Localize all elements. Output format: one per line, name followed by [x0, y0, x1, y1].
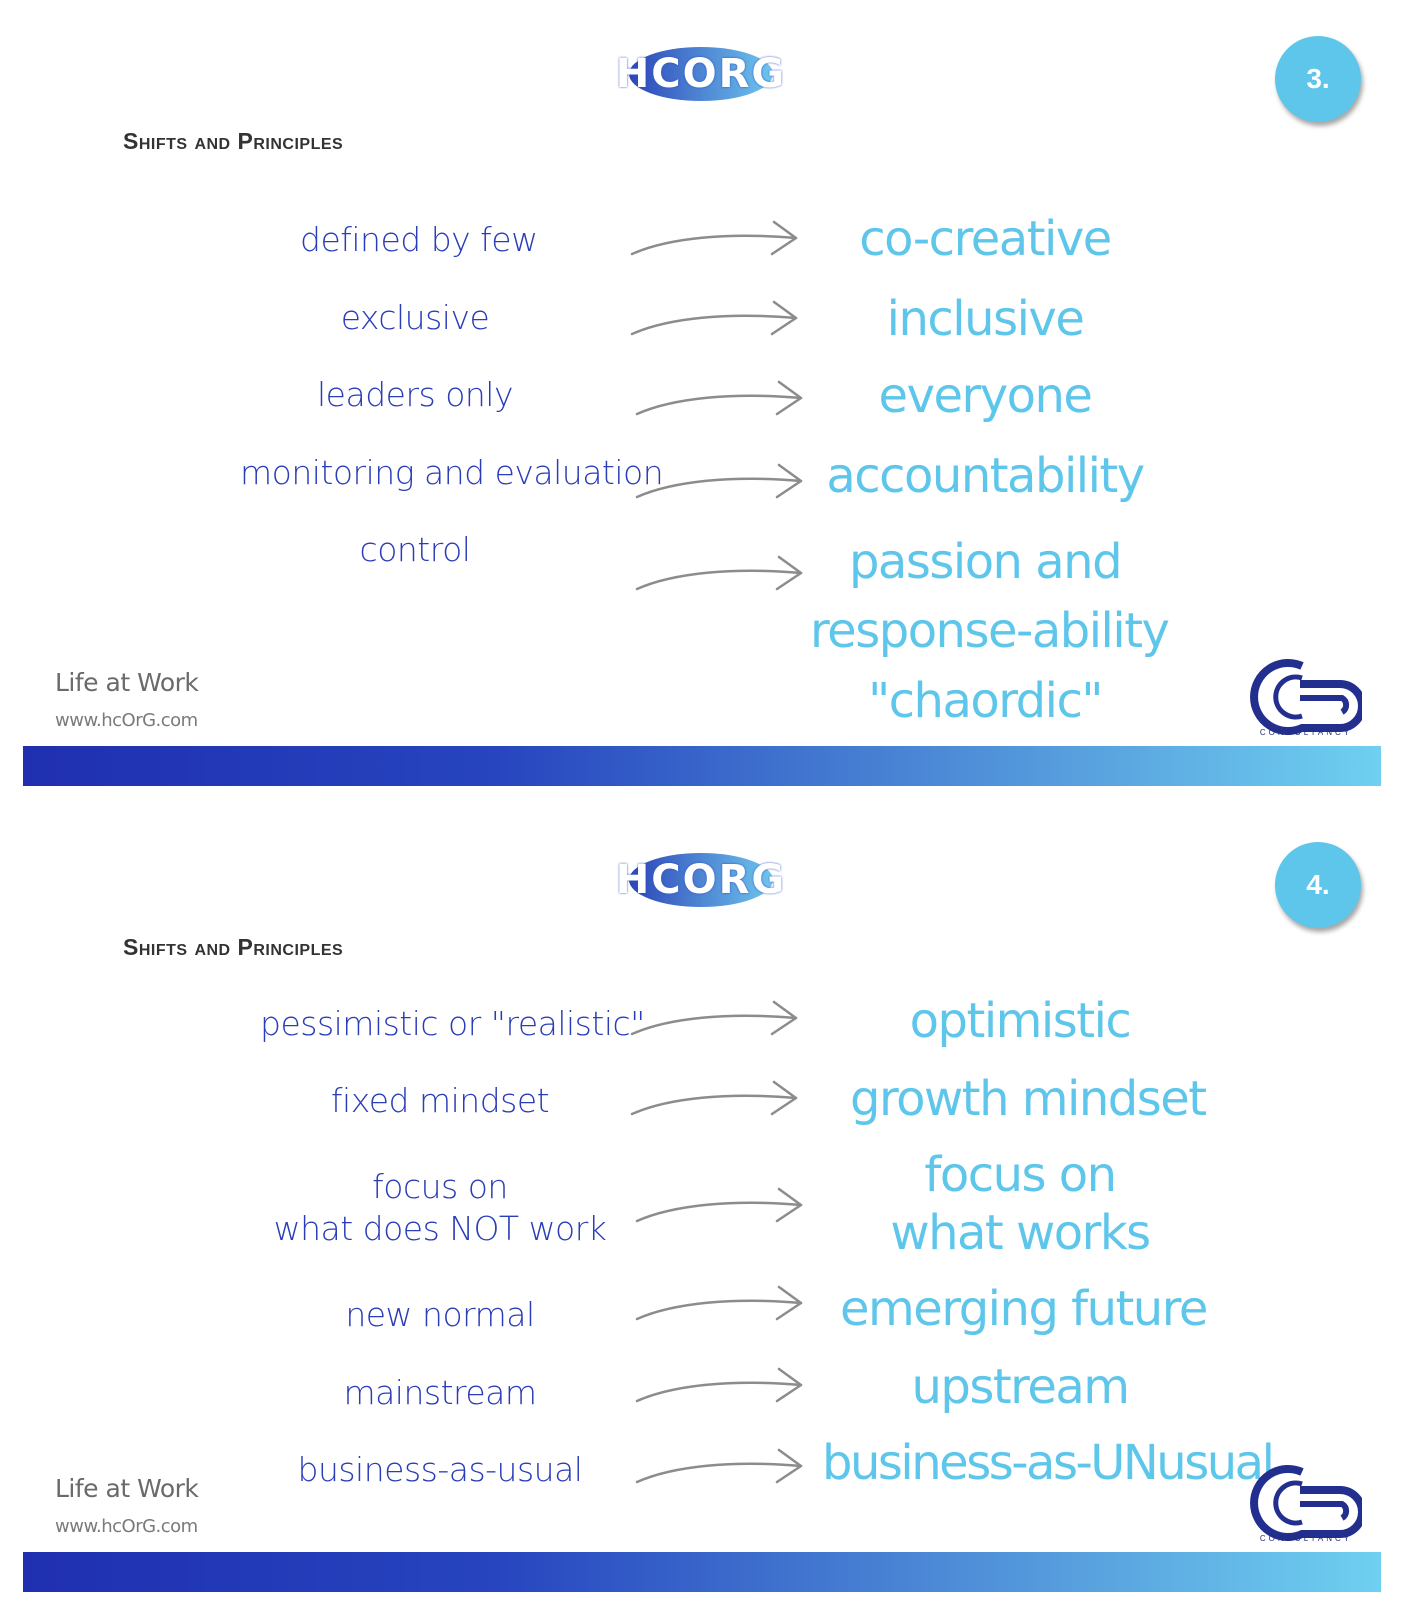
consultancy-logo-icon [1250, 1465, 1362, 1541]
shift-to-3-line-2: what works [890, 1205, 1151, 1261]
shift-to-2: growth mindset [850, 1071, 1207, 1127]
shift-to-3: focus on [924, 1147, 1117, 1203]
shift-arrow-icon [635, 1187, 803, 1223]
shift-to-3: everyone [878, 368, 1093, 424]
shift-arrow-icon [635, 1367, 803, 1403]
shift-to-4: emerging future [840, 1281, 1208, 1337]
footer-gradient-bar [23, 1552, 1381, 1592]
shift-arrow-icon [635, 380, 803, 416]
shift-arrow-icon [630, 300, 798, 336]
shift-from-4: monitoring and evaluation [240, 453, 664, 492]
shift-arrow-icon [630, 1080, 798, 1116]
consultancy-logo-icon [1250, 659, 1362, 735]
shift-arrow-icon [635, 555, 803, 591]
shift-arrow-icon [635, 1285, 803, 1321]
logo-text: HCORG [615, 857, 787, 903]
shift-to-1: optimistic [909, 993, 1132, 1049]
slide-3: HCORG 3. Shifts and Principles defined b… [0, 0, 1404, 800]
shift-to-5-line-3: "chaordic" [868, 673, 1103, 729]
footer-url: www.hcOrG.com [55, 1516, 198, 1537]
slide-4: HCORG 4. Shifts and Principles pessimist… [0, 806, 1404, 1606]
slide-number-badge: 3. [1275, 36, 1361, 122]
shift-from-5: control [359, 530, 471, 569]
hcorg-logo: HCORG [615, 850, 787, 910]
footer-gradient-bar [23, 746, 1381, 786]
shift-to-5-line-2: response-ability [810, 603, 1170, 659]
shift-from-2: fixed mindset [330, 1081, 550, 1120]
slide-title: Shifts and Principles [123, 128, 344, 154]
shift-to-6: business-as-UNusual [822, 1435, 1275, 1491]
consultancy-label: CONSULTANCY [1259, 728, 1353, 737]
footer-brand: Life at Work [55, 1474, 199, 1503]
shift-arrow-icon [635, 463, 803, 499]
footer-url: www.hcOrG.com [55, 710, 198, 731]
shift-arrow-icon [630, 1000, 798, 1036]
shift-arrow-icon [635, 1448, 803, 1484]
consultancy-label: CONSULTANCY [1259, 1534, 1353, 1543]
shift-to-1: co-creative [859, 211, 1112, 267]
shift-to-5: passion and [848, 534, 1123, 590]
footer-brand: Life at Work [55, 668, 199, 697]
shift-arrow-icon [630, 220, 798, 256]
shift-to-2: inclusive [886, 291, 1085, 347]
shift-to-4: accountability [826, 448, 1145, 504]
shift-from-5: mainstream [343, 1373, 537, 1412]
shift-from-1: defined by few [300, 220, 538, 259]
shift-from-6: business-as-usual [297, 1450, 583, 1489]
slide-number-badge: 4. [1275, 842, 1361, 928]
shift-from-3: leaders only [317, 375, 514, 414]
shift-from-1: pessimistic or "realistic" [260, 1004, 645, 1043]
logo-text: HCORG [615, 51, 787, 97]
shift-from-3: focus on [372, 1167, 508, 1206]
shift-to-5: upstream [911, 1359, 1130, 1415]
shift-from-3-line-2: what does NOT work [273, 1209, 607, 1248]
shift-from-4: new normal [345, 1295, 535, 1334]
shift-from-2: exclusive [340, 298, 490, 337]
hcorg-logo: HCORG [615, 44, 787, 104]
slide-title: Shifts and Principles [123, 934, 344, 960]
